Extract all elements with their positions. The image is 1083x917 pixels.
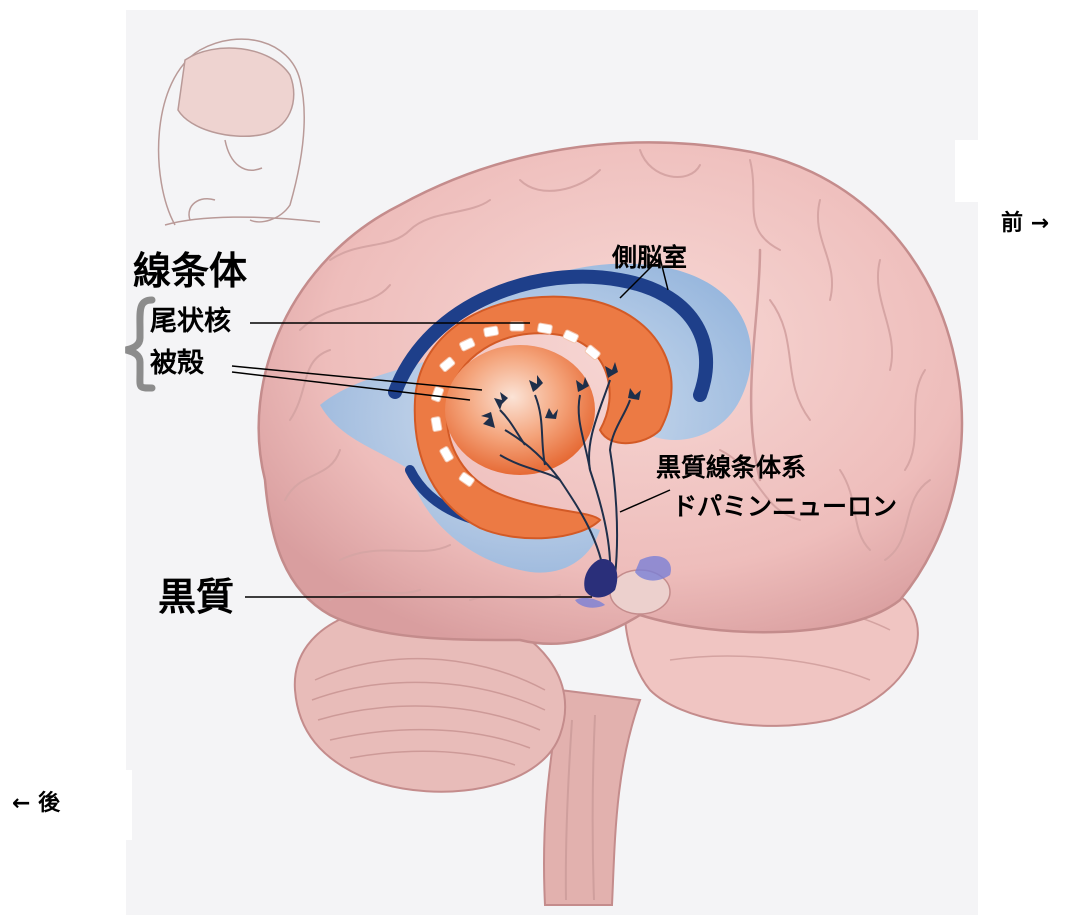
label-anterior: 前 → xyxy=(1001,213,1049,235)
label-substantia-nigra: 黒質 xyxy=(158,578,234,616)
label-caudate: 尾状核 xyxy=(150,308,231,335)
label-posterior: ← 後 xyxy=(12,793,60,815)
label-putamen: 被殻 xyxy=(150,350,204,377)
label-lateral-ventricle: 側脳室 xyxy=(612,245,687,270)
label-nigrostriatal-line2: ドパミンニューロン xyxy=(672,494,897,519)
label-striatum: 線条体 xyxy=(133,252,247,290)
label-nigrostriatal-line1: 黒質線条体系 xyxy=(656,455,806,480)
putamen-body xyxy=(445,345,595,475)
